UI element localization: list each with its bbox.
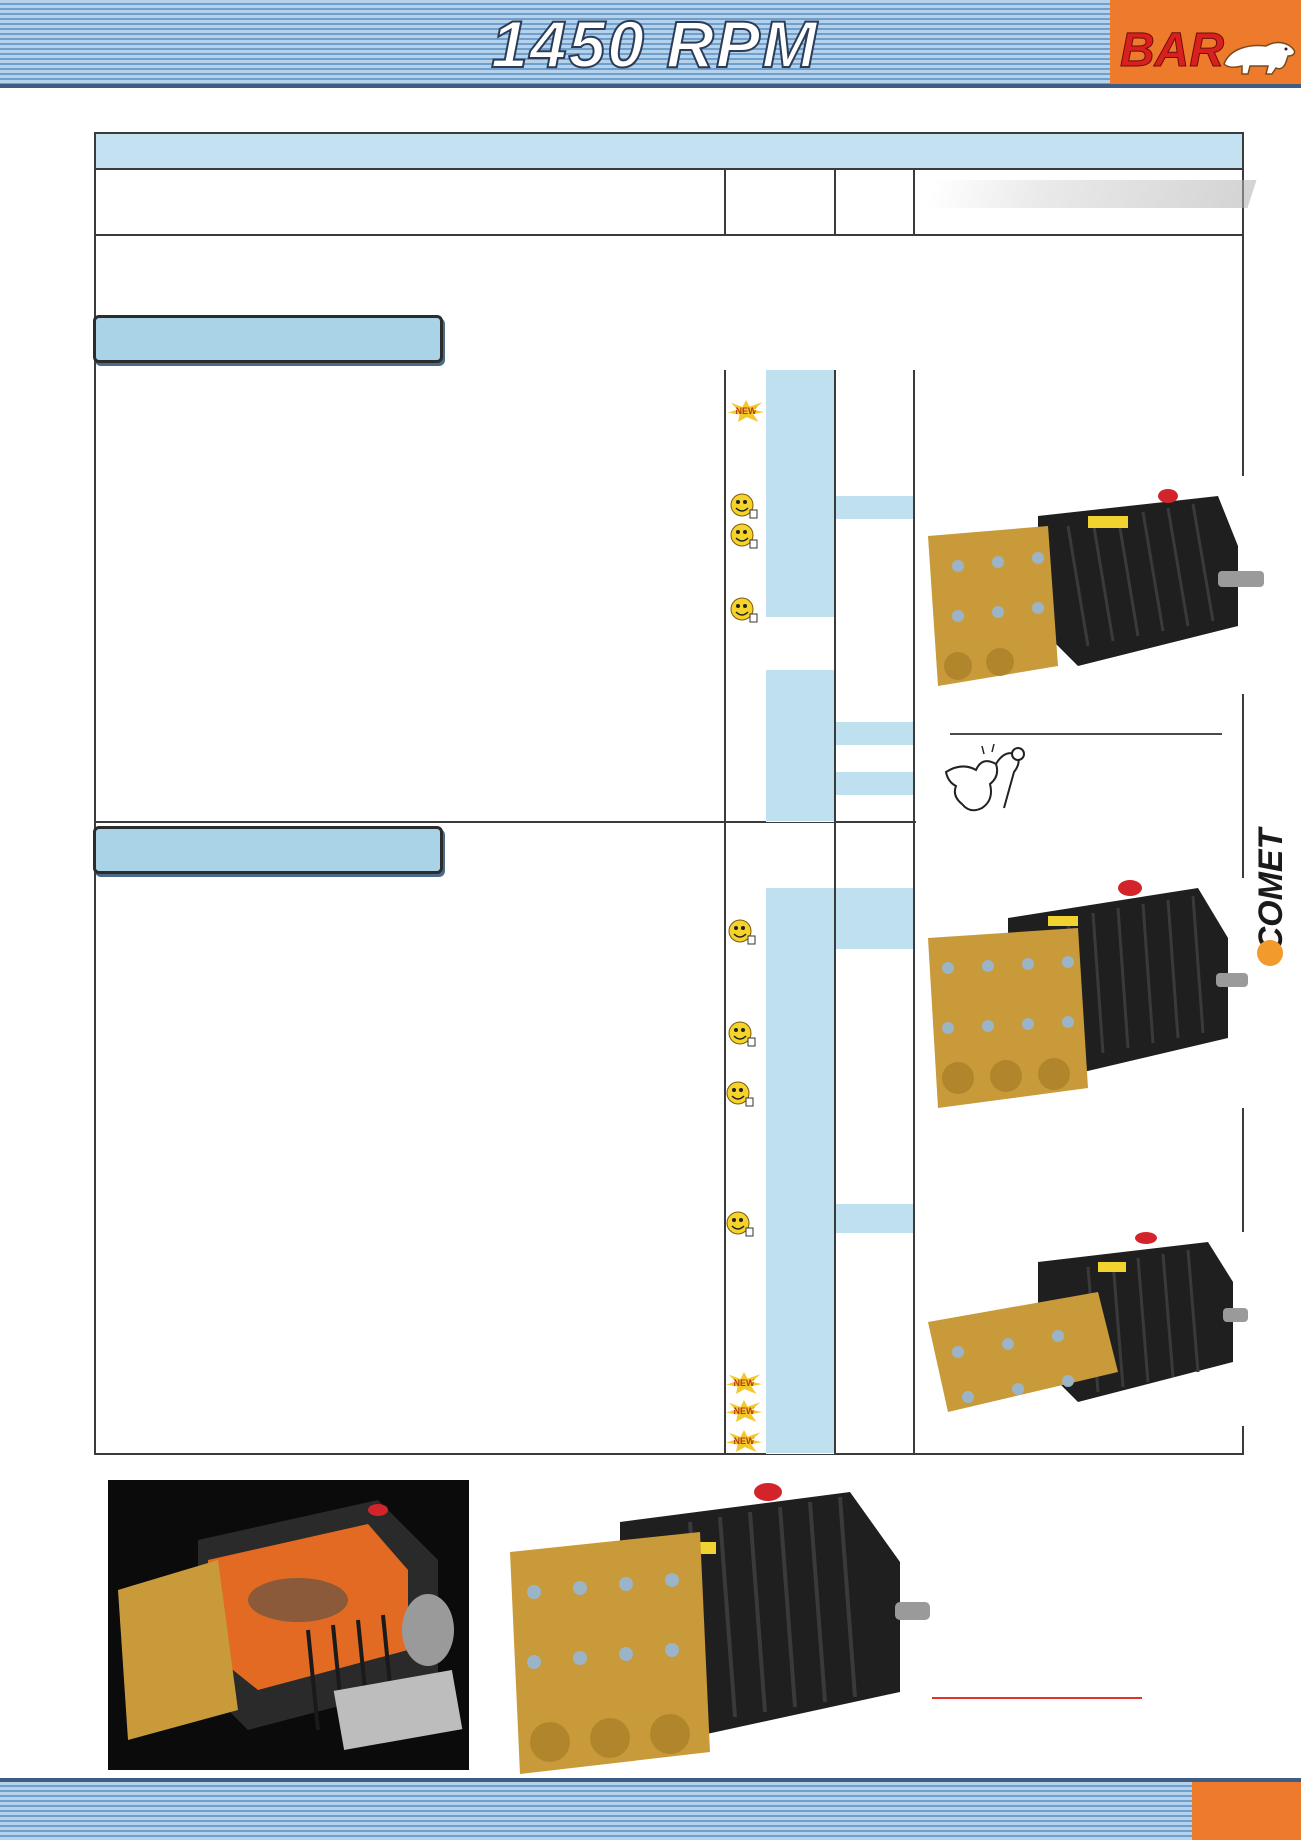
footer-band bbox=[0, 1782, 1192, 1840]
table-title-bar bbox=[96, 134, 1242, 170]
section-header-2 bbox=[93, 826, 443, 874]
column-divider bbox=[724, 168, 726, 236]
footer-accent-box bbox=[1192, 1782, 1301, 1840]
column-divider bbox=[834, 168, 836, 236]
smiley-thumbs-up-icon bbox=[730, 597, 758, 623]
pump-photo-3 bbox=[928, 1232, 1248, 1426]
table-cell bbox=[836, 722, 913, 746]
table-cell bbox=[836, 1204, 913, 1234]
smiley-thumbs-up-icon bbox=[730, 523, 758, 549]
pump-table bbox=[94, 132, 1244, 1455]
section-rule bbox=[96, 821, 916, 823]
smiley-thumbs-up-icon bbox=[728, 919, 756, 945]
table-column-cells bbox=[766, 370, 834, 618]
table-cell bbox=[836, 496, 913, 520]
divider bbox=[950, 733, 1222, 735]
red-divider bbox=[932, 1697, 1142, 1699]
cutaway-pump-photo bbox=[108, 1480, 469, 1770]
table-header-rule bbox=[96, 234, 1242, 236]
smiley-thumbs-up-icon bbox=[730, 493, 758, 519]
pump-photo-2 bbox=[928, 878, 1248, 1108]
footer-rule bbox=[0, 1778, 1301, 1782]
smiley-thumbs-up-icon bbox=[728, 1021, 756, 1047]
comet-logo-dot bbox=[1257, 940, 1283, 966]
table-column-cells bbox=[766, 888, 834, 1454]
smiley-thumbs-up-icon bbox=[726, 1211, 754, 1237]
page-title: 1450 RPM bbox=[490, 6, 819, 82]
header-rule bbox=[0, 84, 1301, 88]
column-divider bbox=[913, 168, 915, 236]
main-pump-photo bbox=[510, 1482, 930, 1774]
table-cell bbox=[836, 772, 913, 796]
bar-logo-text: BAR bbox=[1120, 24, 1225, 77]
table-cell bbox=[836, 888, 913, 950]
pump-photo-1 bbox=[928, 476, 1264, 694]
smiley-thumbs-up-icon bbox=[726, 1081, 754, 1107]
polar-bear-icon bbox=[1223, 41, 1296, 75]
column-divider bbox=[913, 370, 915, 1455]
column-divider bbox=[834, 370, 836, 1455]
section-header-1 bbox=[93, 315, 443, 363]
column-divider bbox=[724, 370, 726, 1455]
header-band bbox=[0, 0, 1110, 84]
flexing-arm-icon bbox=[944, 743, 1025, 812]
table-column-cells bbox=[766, 670, 834, 822]
faded-header-logo bbox=[925, 180, 1257, 208]
